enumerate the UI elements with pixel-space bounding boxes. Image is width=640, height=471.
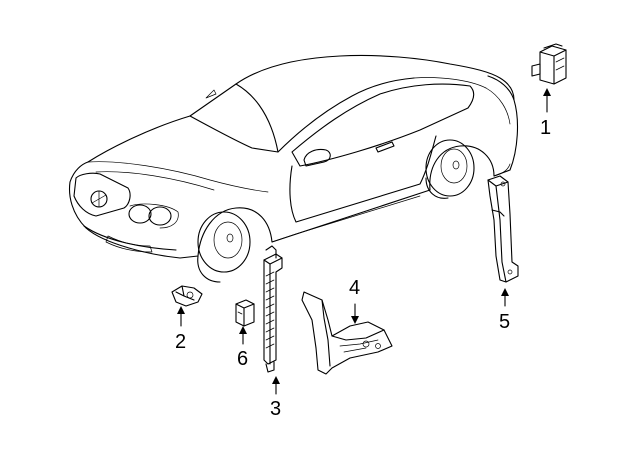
part-2-clip: [171, 285, 203, 307]
callout-label-2: 2: [175, 331, 186, 353]
callout-arrow-6: [239, 326, 247, 345]
callout-arrow-3: [272, 376, 280, 395]
part-4-bracket: [301, 291, 393, 375]
callout-arrow-1: [543, 88, 551, 113]
callout-arrow-5: [501, 288, 509, 307]
callout-label-5: 5: [499, 311, 510, 333]
callout-label-3: 3: [270, 398, 281, 420]
part-1-module: [531, 43, 567, 85]
callout-arrow-4: [351, 303, 359, 324]
part-3-strip: [263, 245, 283, 373]
part-6-block: [235, 299, 255, 327]
vehicle-illustration: [68, 54, 518, 283]
part-5-bracket: [487, 175, 519, 283]
callout-arrow-2: [177, 306, 185, 327]
callout-label-6: 6: [237, 348, 248, 370]
callout-label-4: 4: [349, 277, 360, 299]
callout-label-1: 1: [540, 117, 551, 139]
